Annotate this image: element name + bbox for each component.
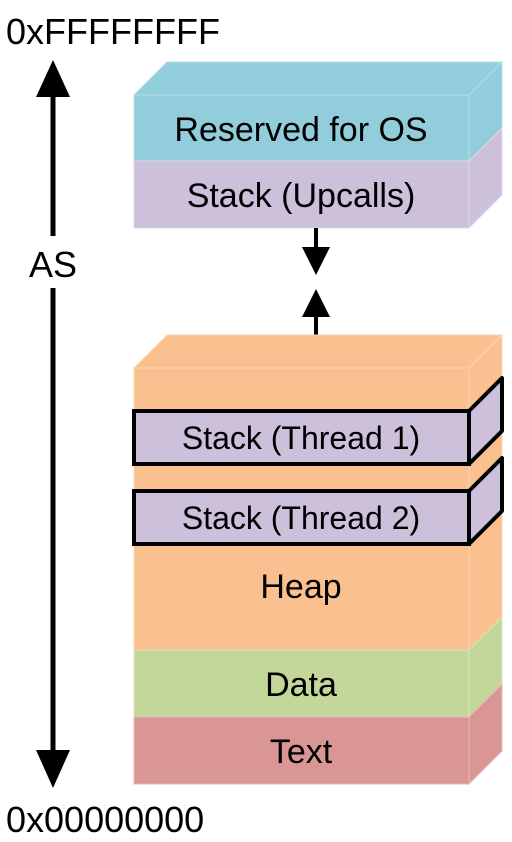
segment-heap-gap — [133, 463, 470, 492]
segment-reserved-for-os-label: Reserved for OS — [174, 111, 427, 149]
axis-down-arrowhead — [36, 750, 70, 788]
segment-stack-thread-2 — [132, 489, 471, 546]
segment-stack-upcalls — [133, 160, 470, 229]
thread-1-stack: Stack (Thread 1) — [132, 376, 504, 466]
segment-stack-thread-1 — [132, 409, 471, 466]
lower-memory-block: Heap Data Text Stack (Thread 1) Stack (T… — [132, 333, 504, 786]
thread-2-stack: Stack (Thread 2) — [132, 456, 504, 546]
stack-growth-arrowhead — [302, 247, 330, 275]
heap-growth-arrowhead — [302, 289, 330, 317]
segment-heap-label: Heap — [260, 568, 341, 606]
lower-block-top-face — [132, 334, 504, 369]
upper-block-top-face — [132, 61, 504, 96]
segment-stack-upcalls-label: Stack (Upcalls) — [187, 177, 416, 215]
top-address-label: 0xFFFFFFFF — [6, 11, 220, 52]
segment-stack-thread-1-label: Stack (Thread 1) — [182, 420, 420, 456]
segment-reserved-for-os — [133, 94, 470, 162]
segment-data — [133, 649, 470, 718]
upper-memory-block: Reserved for OS Stack (Upcalls) — [132, 60, 504, 230]
segment-text-label: Text — [270, 733, 333, 771]
segment-heap — [133, 543, 470, 651]
segment-text — [133, 716, 470, 785]
address-space-label: AS — [29, 244, 77, 285]
axis-up-arrowhead — [36, 60, 70, 97]
segment-stack-thread-2-label: Stack (Thread 2) — [182, 500, 420, 536]
bottom-address-label: 0x00000000 — [6, 799, 204, 840]
segment-heap-upper — [133, 367, 470, 412]
segment-data-label: Data — [265, 666, 337, 704]
